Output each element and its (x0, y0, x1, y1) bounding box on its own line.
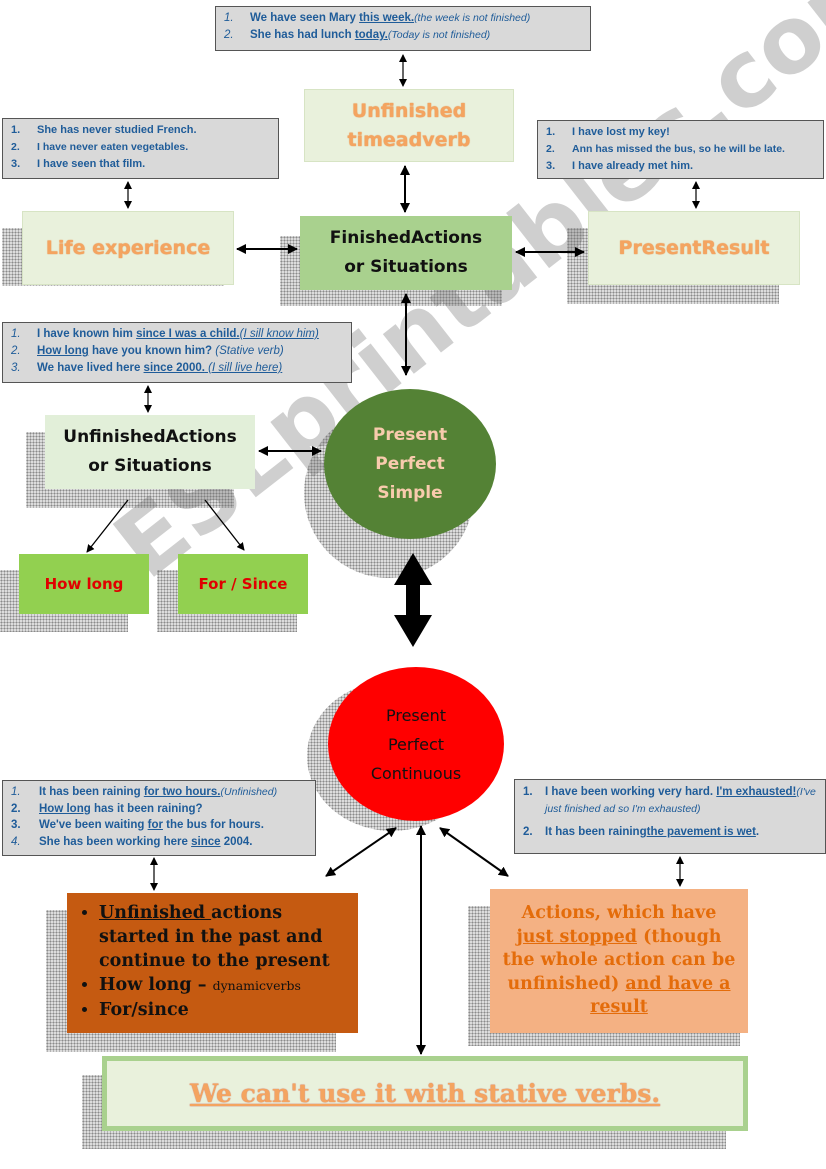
example-item: 2.Ann has missed the bus, so he will be … (546, 143, 785, 155)
example-item: 3.We've been waiting for the bus for hou… (11, 819, 264, 831)
how-long-box: How long (19, 554, 149, 614)
summary-item: Unfinished actions started in the past a… (99, 901, 344, 973)
example-item: 1.She has never studied French. (11, 124, 197, 136)
present-perfect-simple-circle: Present Perfect Simple (324, 389, 496, 539)
stative-verbs-banner: We can't use it with stative verbs. (102, 1056, 748, 1131)
arrow (439, 827, 509, 877)
example-item: 2.How long have you known him? (Stative … (11, 345, 284, 357)
present-result-examples: 1.I have lost my key! 2.Ann has missed t… (537, 120, 824, 179)
ppc-result-examples: 1. I have been working very hard. I'm ex… (514, 779, 826, 854)
example-item: 3.We have lived here since 2000. (I sill… (11, 362, 283, 374)
arrow (325, 827, 397, 877)
ppc-unfinished-examples: 1.It has been raining for two hours.(Unf… (2, 780, 316, 856)
finished-actions-box: FinishedActions or Situations (300, 216, 512, 290)
example-item: 1.We have seen Mary this week.(the week … (224, 12, 531, 24)
arrow (86, 499, 129, 553)
arrow (204, 499, 245, 551)
big-double-arrow (394, 553, 432, 647)
unfinished-actions-summary-box: Unfinished actions started in the past a… (67, 893, 358, 1033)
summary-item: How long – dynamicverbs (99, 973, 344, 998)
life-experience-box: Life experience (22, 211, 234, 285)
life-experience-examples: 1.She has never studied French. 2.I have… (2, 118, 279, 179)
example-item: 3.I have seen that film. (11, 158, 146, 170)
example-item: 4.She has been working here since 2004. (11, 835, 253, 848)
example-item: 1. I have been working very hard. I'm ex… (523, 786, 816, 815)
unfinished-actions-box: UnfinishedActions or Situations (45, 415, 255, 489)
unfinished-actions-examples: 1.I have known him since I was a child.(… (2, 322, 352, 383)
example-item: 2.How long has it been raining? (11, 802, 203, 815)
for-since-box: For / Since (178, 554, 308, 614)
present-perfect-continuous-circle: Present Perfect Continuous (328, 667, 504, 821)
example-item: 3.I have already met him. (546, 160, 694, 172)
example-item: 1.I have lost my key! (546, 126, 670, 138)
example-item: 2. It has been rainingthe pavement is we… (523, 826, 760, 838)
unfinished-time-adverb-box: Unfinished timeadverb (304, 89, 514, 162)
example-item: 1.It has been raining for two hours.(Unf… (11, 786, 278, 798)
unfinished-time-examples: 1.We have seen Mary this week.(the week … (215, 6, 591, 51)
just-stopped-summary-box: Actions, which have just stopped (though… (490, 889, 748, 1033)
present-result-box: PresentResult (588, 211, 800, 285)
summary-item: For/since (99, 998, 344, 1022)
example-item: 1.I have known him since I was a child.(… (11, 328, 319, 340)
example-item: 2.She has had lunch today.(Today is not … (224, 29, 491, 41)
example-item: 2.I have never eaten vegetables. (11, 141, 189, 153)
